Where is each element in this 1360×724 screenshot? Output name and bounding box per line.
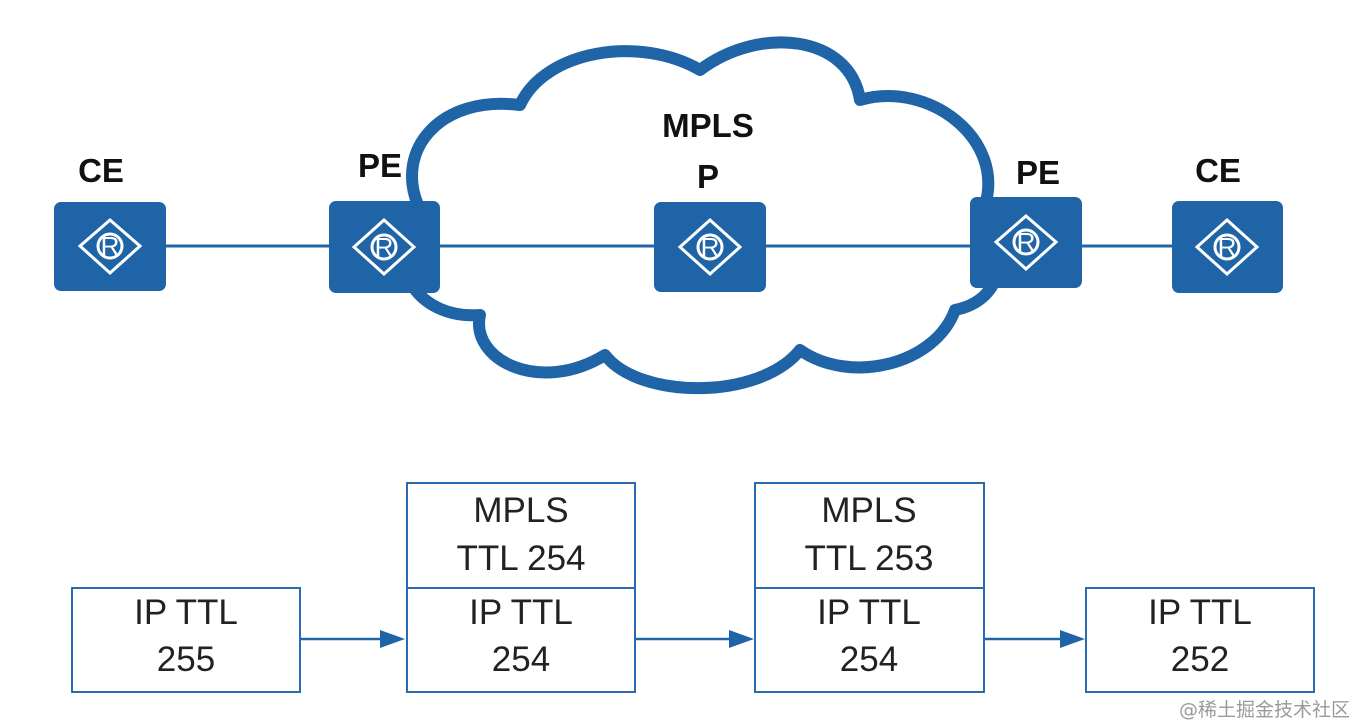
ip-header-box xyxy=(406,587,636,693)
router-icon xyxy=(654,202,766,292)
ip-ttl-label: IP TTL xyxy=(1148,593,1252,632)
router-label: PE xyxy=(1016,154,1060,191)
arrow-3-to-4 xyxy=(985,630,1085,648)
router-icon xyxy=(54,202,166,291)
ip-header-box xyxy=(71,587,301,693)
packet-ip-only-2: IP TTL 252 xyxy=(1085,587,1315,693)
arrow-1-to-2 xyxy=(301,630,405,648)
mpls-ttl-value: TTL 253 xyxy=(804,539,933,578)
ip-ttl-value: 255 xyxy=(157,640,215,679)
mpls-ttl-value: TTL 254 xyxy=(456,539,585,578)
router-p: P R xyxy=(654,158,766,292)
ip-ttl-label: IP TTL xyxy=(817,593,921,632)
router-diamond-icon xyxy=(993,214,1059,272)
mpls-header-box xyxy=(406,482,636,589)
packet-mpls-1: MPLS TTL 254 IP TTL 254 xyxy=(406,482,636,693)
mpls-cloud-label: MPLS xyxy=(662,107,754,144)
mpls-header-box xyxy=(754,482,985,589)
arrow-right-icon xyxy=(729,630,754,648)
router-glyph-letter: R xyxy=(1218,232,1237,262)
router-label: PE xyxy=(358,147,402,184)
router-pe-left: PE R xyxy=(329,147,440,293)
arrow-right-icon xyxy=(1060,630,1085,648)
router-icon xyxy=(329,201,440,293)
router-glyph-letter: R xyxy=(375,232,394,262)
arrow-2-to-3 xyxy=(636,630,754,648)
ip-header-box xyxy=(1085,587,1315,693)
mpls-label: MPLS xyxy=(821,491,916,530)
router-icon xyxy=(970,197,1082,288)
router-glyph-letter: R xyxy=(1017,227,1036,257)
router-glyph-letter: R xyxy=(101,231,120,261)
router-diamond-icon xyxy=(1194,217,1260,277)
watermark: @稀土掘金技术社区 xyxy=(1179,699,1350,721)
mpls-label: MPLS xyxy=(473,491,568,530)
router-pe-right: PE R xyxy=(970,154,1082,288)
ip-ttl-value: 254 xyxy=(492,640,550,679)
router-label: CE xyxy=(1195,152,1241,189)
router-diamond-icon xyxy=(677,217,743,277)
ip-header-box xyxy=(754,587,985,693)
ip-ttl-value: 254 xyxy=(840,640,898,679)
router-glyph-letter: R xyxy=(701,232,720,262)
router-ce-right: CE R xyxy=(1172,152,1283,293)
ip-ttl-value: 252 xyxy=(1171,640,1229,679)
arrow-right-icon xyxy=(380,630,405,648)
packet-mpls-2: MPLS TTL 253 IP TTL 254 xyxy=(754,482,985,693)
router-label: CE xyxy=(78,152,124,189)
ip-ttl-label: IP TTL xyxy=(469,593,573,632)
router-ce-left: CE R xyxy=(54,152,166,291)
router-diamond-icon xyxy=(351,217,417,277)
router-diamond-icon xyxy=(77,218,143,276)
router-icon xyxy=(1172,201,1283,293)
ip-ttl-label: IP TTL xyxy=(134,593,238,632)
router-label: P xyxy=(697,158,719,195)
packet-ip-only-1: IP TTL 255 xyxy=(71,587,301,693)
